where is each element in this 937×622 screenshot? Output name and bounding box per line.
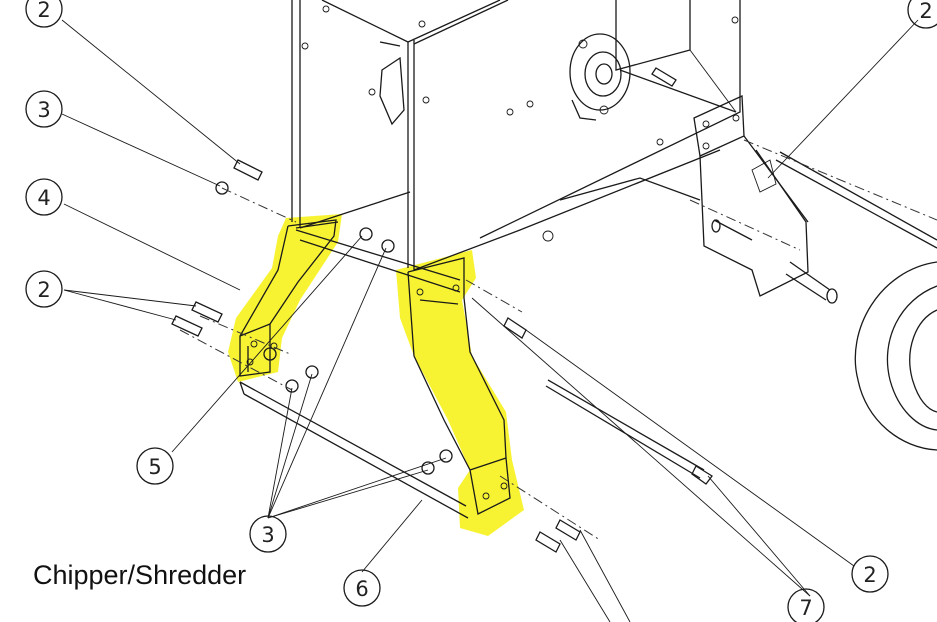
callout-2-top-left: 2	[25, 0, 63, 28]
wheel	[854, 261, 937, 451]
highlight-right-leg	[396, 250, 524, 536]
leader-lines	[61, 19, 919, 622]
nuts	[215, 181, 453, 475]
callout-label: 6	[355, 577, 368, 601]
callout-7: 7	[787, 588, 825, 622]
axle-shaft	[295, 41, 461, 293]
callout-4: 4	[25, 178, 63, 216]
machine-housing	[291, 0, 741, 271]
threaded-rods	[545, 151, 937, 479]
plate-holes	[301, 5, 739, 242]
callout-label: 7	[799, 596, 812, 620]
callout-5: 5	[136, 447, 174, 485]
callout-label: 5	[148, 455, 161, 479]
callout-2-mid-left: 2	[25, 270, 63, 308]
callout-2-top-right: 2	[907, 0, 937, 29]
callout-label: 3	[37, 98, 50, 122]
callout-label: 2	[37, 278, 50, 302]
callout-label: 2	[863, 563, 876, 587]
wheel-bracket	[693, 95, 838, 304]
callout-6: 6	[343, 569, 381, 607]
assembly-centerlines	[179, 139, 937, 541]
callout-label: 3	[261, 523, 274, 547]
highlighted-parts	[228, 214, 524, 536]
callout-3-upper-left: 3	[25, 90, 63, 128]
callout-2-bottom-right: 2	[851, 555, 889, 593]
bearing-housing	[569, 33, 631, 121]
right-support-leg	[407, 257, 511, 515]
callout-label: 2	[37, 0, 50, 22]
callout-markers: 2 3 4 2 5 3 6 2	[25, 0, 937, 622]
bottom-cross-bar	[239, 381, 469, 519]
callout-3-bottom: 3	[249, 515, 287, 553]
diagram-caption: Chipper/Shredder	[33, 560, 247, 590]
callout-label: 4	[37, 186, 50, 210]
callout-label: 2	[919, 0, 932, 23]
bolts	[171, 67, 713, 553]
